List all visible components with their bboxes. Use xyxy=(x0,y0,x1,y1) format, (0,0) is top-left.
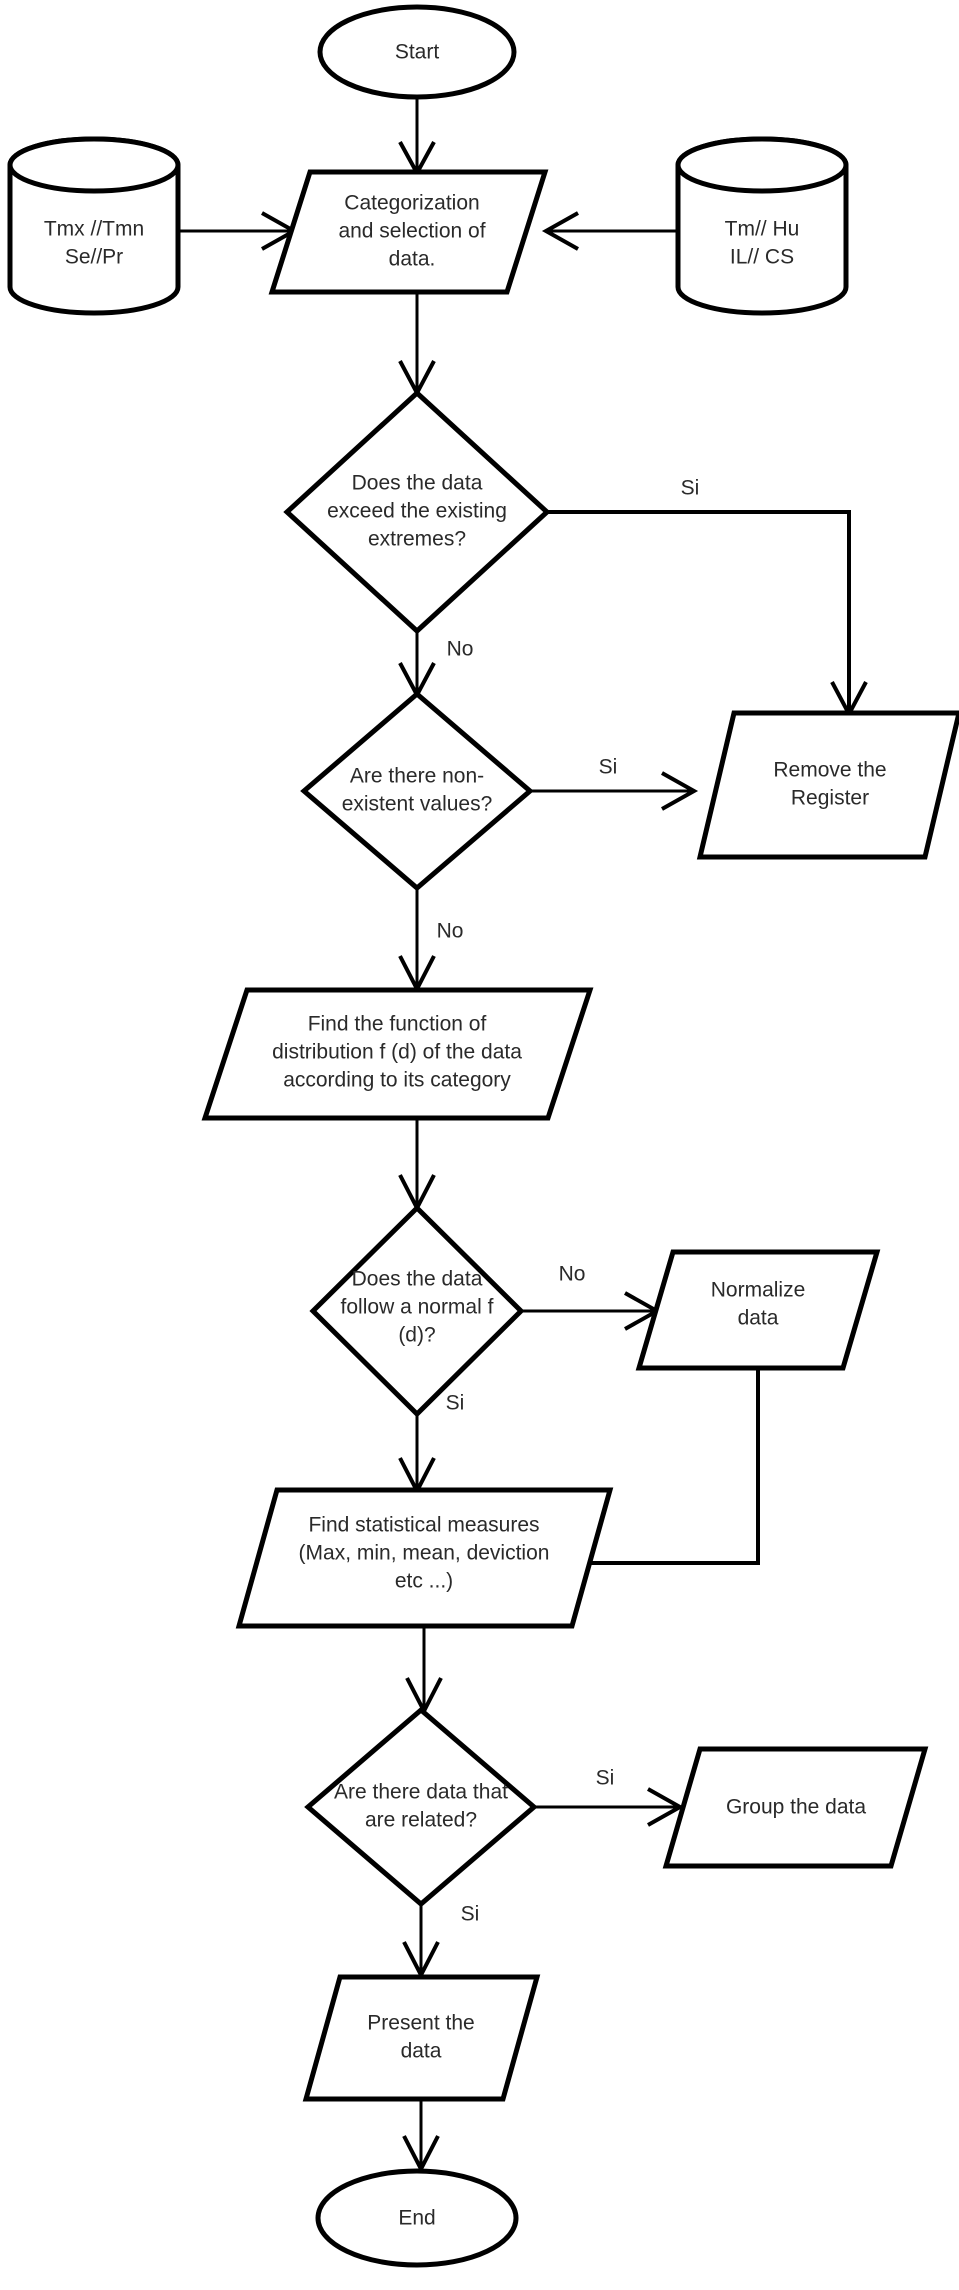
edge-distribution-to-normal xyxy=(398,1118,436,1213)
decision-nonexistent-line2: existent values? xyxy=(342,793,493,816)
edge-normal-yes: Si xyxy=(398,1392,465,1496)
present-data-shape xyxy=(302,1974,541,2102)
find-distribution-line3: according to its category xyxy=(283,1069,511,1092)
categorization-line1: Categorization xyxy=(344,192,479,215)
find-distribution-shape xyxy=(201,987,594,1121)
db-left-cylinder-top xyxy=(7,136,181,194)
decision-normal-line1: Does the data xyxy=(352,1268,483,1291)
remove-register-line2: Register xyxy=(791,787,869,810)
group-data-line1: Group the data xyxy=(726,1796,866,1819)
categorization-shape xyxy=(268,169,549,295)
statistical-measures-line3: etc ...) xyxy=(395,1570,453,1593)
decision-related-shape xyxy=(304,1706,538,1908)
normalize-data-shape xyxy=(635,1249,881,1371)
edge-label-normal-yes: Si xyxy=(446,1392,465,1415)
edge-categorization-to-extremes xyxy=(398,292,436,398)
arrowhead-icon xyxy=(647,1787,685,1827)
find-distribution-line2: distribution f (d) of the data xyxy=(272,1041,522,1064)
edge-related-yes: Si xyxy=(534,1767,685,1827)
find-distribution-line1: Find the function of xyxy=(308,1013,487,1036)
remove-register-line1: Remove the xyxy=(773,759,886,782)
edge-dbright-to-categorization xyxy=(541,211,678,251)
decision-extremes-line3: extremes? xyxy=(368,528,466,551)
db-left-line1: Tmx //Tmn xyxy=(44,218,144,241)
node-categorization[interactable]: Categorization and selection of data. xyxy=(268,169,549,295)
node-start[interactable]: Start xyxy=(317,4,517,100)
decision-normal-line3: (d)? xyxy=(398,1324,435,1347)
db-right-line1: Tm// Hu xyxy=(725,218,800,241)
node-db-left[interactable]: Tmx //Tmn Se//Pr xyxy=(7,136,181,316)
present-data-line1: Present the xyxy=(367,2012,474,2035)
arrowhead-icon xyxy=(541,211,579,251)
decision-related-line2: are related? xyxy=(365,1809,477,1832)
edge-label-related-down: Si xyxy=(461,1903,480,1926)
node-present-data[interactable]: Present the data xyxy=(302,1974,541,2102)
arrowhead-icon xyxy=(661,771,699,811)
db-right-line2: IL// CS xyxy=(730,246,794,269)
edge-nonexistent-yes: Si xyxy=(530,756,699,811)
node-statistical-measures[interactable]: Find statistical measures (Max, min, mea… xyxy=(235,1487,614,1629)
edge-label-related-yes: Si xyxy=(596,1767,615,1790)
edge-label-extremes-yes: Si xyxy=(681,477,700,500)
remove-register-shape xyxy=(696,710,959,860)
statistical-measures-line1: Find statistical measures xyxy=(308,1514,539,1537)
edge-extremes-yes: Si xyxy=(547,477,868,719)
edge-present-to-end xyxy=(402,2099,440,2174)
decision-extremes-line1: Does the data xyxy=(352,472,483,495)
edge-dbleft-to-categorization xyxy=(178,211,299,251)
edge-statistical-to-related xyxy=(405,1626,443,1716)
node-remove-register[interactable]: Remove the Register xyxy=(696,710,959,860)
decision-extremes-line2: exceed the existing xyxy=(327,500,507,523)
end-label: End xyxy=(398,2207,435,2230)
statistical-measures-shape xyxy=(235,1487,614,1629)
edge-label-nonexistent-yes: Si xyxy=(599,756,618,779)
edge-label-extremes-no: No xyxy=(447,638,474,661)
node-decision-extremes[interactable]: Does the data exceed the existing extrem… xyxy=(283,389,551,635)
decision-related-line1: Are there data that xyxy=(334,1781,508,1804)
edge-normal-no: No xyxy=(521,1263,662,1331)
edge-line xyxy=(530,1368,760,1565)
node-decision-related[interactable]: Are there data that are related? xyxy=(304,1706,538,1908)
node-normalize-data[interactable]: Normalize data xyxy=(635,1249,881,1371)
decision-nonexistent-line1: Are there non- xyxy=(350,765,484,788)
statistical-measures-line2: (Max, min, mean, deviction xyxy=(299,1542,550,1565)
node-decision-normal[interactable]: Does the data follow a normal f (d)? xyxy=(309,1204,525,1418)
group-data-shape xyxy=(662,1746,929,1869)
node-group-data[interactable]: Group the data xyxy=(662,1746,929,1869)
edge-label-nonexistent-no: No xyxy=(437,920,464,943)
node-end[interactable]: End xyxy=(315,2168,519,2268)
decision-normal-line2: follow a normal f xyxy=(341,1296,494,1319)
edge-related-down: Si xyxy=(402,1903,480,1980)
edge-nonexistent-no: No xyxy=(398,888,464,994)
categorization-line2: and selection of xyxy=(338,220,485,243)
node-decision-nonexistent[interactable]: Are there non- existent values? xyxy=(300,690,534,892)
present-data-line2: data xyxy=(401,2040,442,2063)
edge-line xyxy=(547,510,851,712)
node-find-distribution[interactable]: Find the function of distribution f (d) … xyxy=(201,987,594,1121)
categorization-line3: data. xyxy=(389,248,436,271)
edge-extremes-no: No xyxy=(398,631,474,700)
normalize-data-line1: Normalize xyxy=(711,1279,806,1302)
node-db-right[interactable]: Tm// Hu IL// CS xyxy=(675,136,849,316)
db-left-line2: Se//Pr xyxy=(65,246,123,269)
end-oval-shape xyxy=(315,2168,519,2268)
db-right-cylinder-top xyxy=(675,136,849,194)
edge-start-to-categorization xyxy=(398,97,436,178)
normalize-data-line2: data xyxy=(738,1307,779,1330)
edge-label-normal-no: No xyxy=(559,1263,586,1286)
start-label: Start xyxy=(395,41,440,64)
decision-nonexistent-shape xyxy=(300,690,534,892)
